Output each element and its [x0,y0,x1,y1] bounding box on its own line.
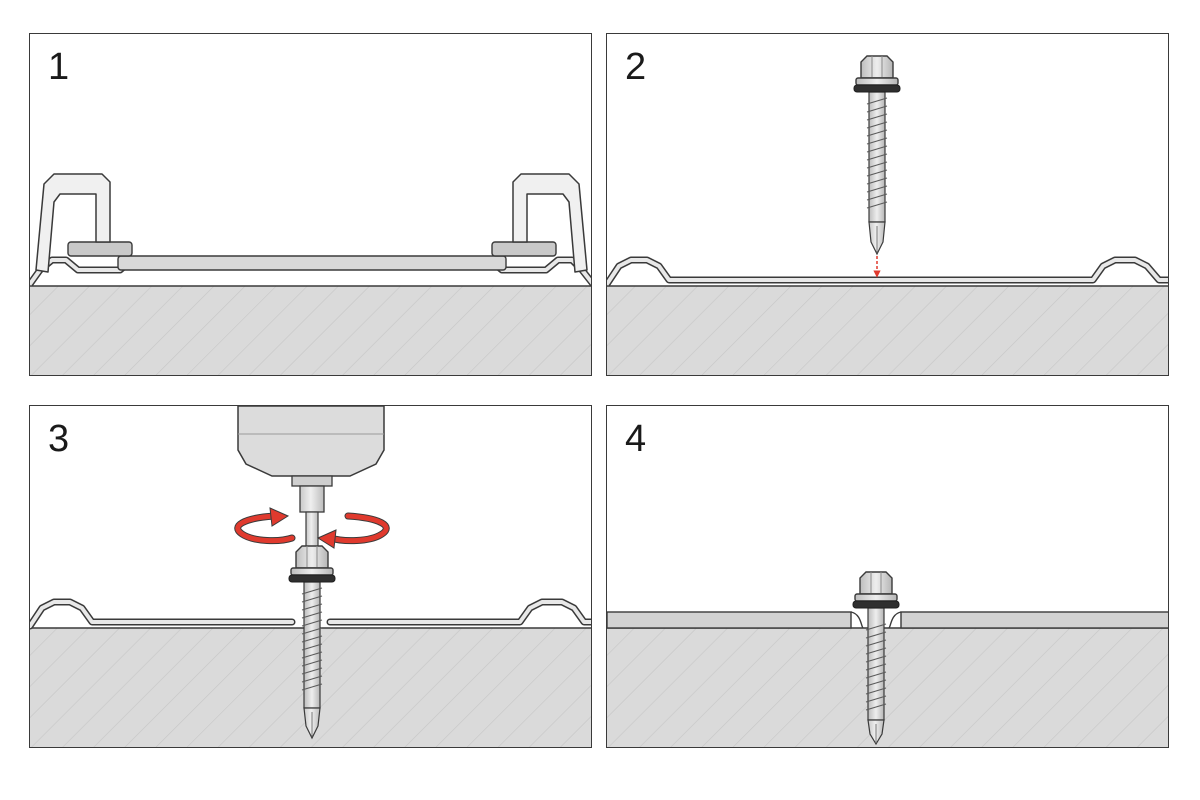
step-1-illustration [30,173,591,375]
step-number: 2 [625,46,647,88]
step-number: 4 [625,418,647,460]
step-3-illustration [30,406,591,747]
step-1-panel: 1 [29,33,592,376]
step-3-panel: 3 [29,405,592,748]
screw [288,545,336,740]
screw [852,571,900,746]
screw [853,55,901,256]
step-4-illustration [607,571,1168,747]
step-number: 3 [48,418,70,460]
step-4-panel: 4 [606,405,1169,748]
step-number: 1 [48,46,70,88]
step-2-panel: 2 [606,33,1169,376]
step-2-illustration [607,55,1168,375]
